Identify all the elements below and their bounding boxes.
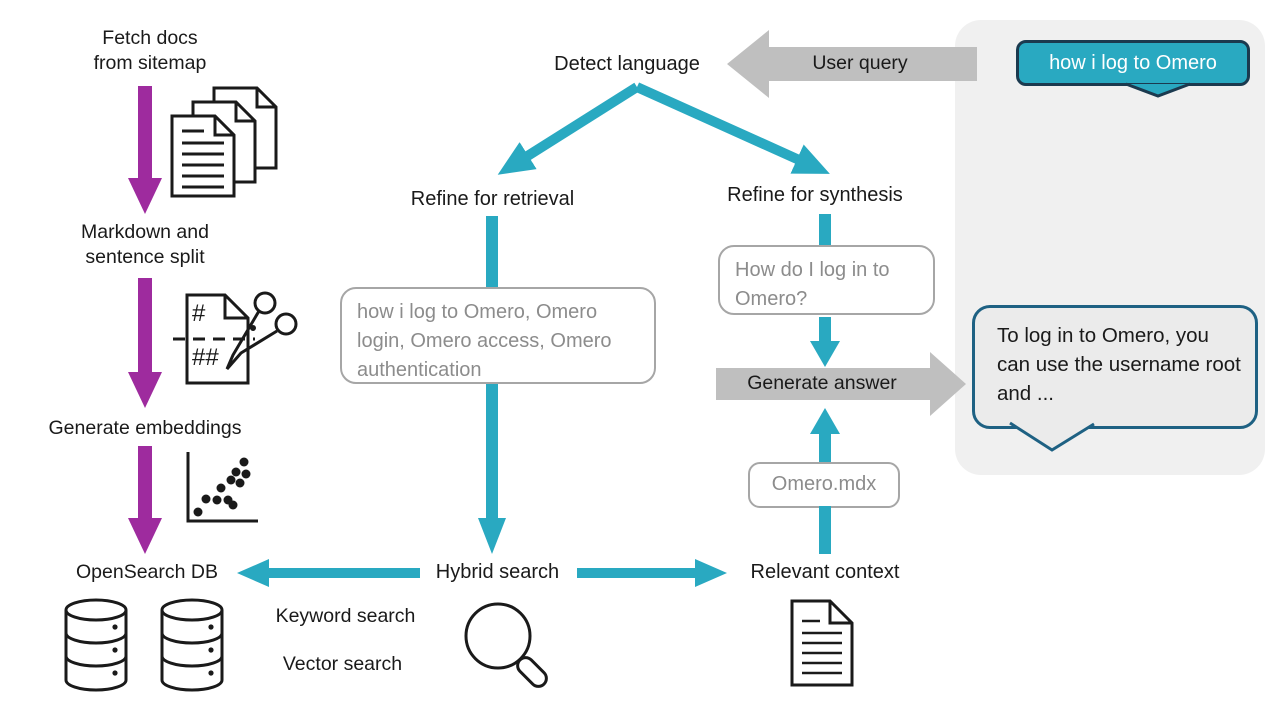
database-icon	[160, 598, 224, 692]
refine-synthesis-label: Refine for synthesis	[727, 184, 903, 206]
svg-text:#: #	[192, 300, 206, 327]
synthesis-connector	[819, 214, 831, 248]
purple-arrow-down-3	[128, 446, 162, 554]
synthesis-question-box: How do I log in to Omero?	[718, 245, 935, 315]
retrieval-arrow-down	[478, 216, 506, 554]
relevant-context-label: Relevant context	[750, 561, 900, 583]
database-icon	[64, 598, 128, 692]
opensearch-db-label: OpenSearch DB	[76, 561, 218, 583]
detect-language-label: Detect language	[554, 53, 700, 75]
markdown-scissors-icon: # ##	[173, 291, 298, 385]
answer-bubble-tail	[1009, 421, 1095, 452]
documents-stack-icon	[170, 86, 278, 198]
generate-answer-arrow	[716, 352, 966, 416]
generate-embeddings-label: Generate embeddings	[48, 417, 242, 439]
user-query-arrow	[727, 30, 977, 98]
svg-text:##: ##	[192, 344, 219, 371]
purple-arrow-down-2	[128, 278, 162, 408]
answer-bubble-text: To log in to Omero, you can use the user…	[997, 324, 1241, 405]
magnifier-icon	[464, 602, 548, 688]
document-icon	[790, 599, 854, 687]
vector-search-label: Vector search	[282, 653, 403, 675]
user-query-bubble-text: how i log to Omero	[1049, 51, 1217, 74]
markdown-split-label: Markdown and sentence split	[81, 221, 209, 268]
arrow-question-to-answer	[810, 317, 840, 367]
generate-answer-label: Generate answer	[747, 372, 897, 394]
context-file-box: Omero.mdx	[748, 462, 900, 508]
refine-retrieval-label: Refine for retrieval	[410, 188, 575, 210]
hybrid-search-label: Hybrid search	[435, 561, 560, 583]
purple-arrow-down-1	[128, 86, 162, 214]
branch-arrows	[497, 82, 830, 175]
arrow-mdx-to-answer	[810, 408, 840, 464]
user-query-bubble: how i log to Omero	[1016, 40, 1250, 86]
arrow-to-context	[577, 559, 727, 587]
answer-bubble: To log in to Omero, you can use the user…	[972, 305, 1258, 429]
query-bubble-tail	[1125, 82, 1191, 98]
arrow-to-opensearch	[237, 559, 420, 587]
keyword-search-label: Keyword search	[275, 605, 416, 627]
context-connector	[819, 506, 831, 554]
retrieval-keywords-box: how i log to Omero, Omero login, Omero a…	[340, 287, 656, 384]
scatter-plot-icon	[186, 452, 258, 523]
user-query-label: User query	[812, 52, 908, 74]
fetch-docs-label: Fetch docs from sitemap	[93, 27, 207, 74]
